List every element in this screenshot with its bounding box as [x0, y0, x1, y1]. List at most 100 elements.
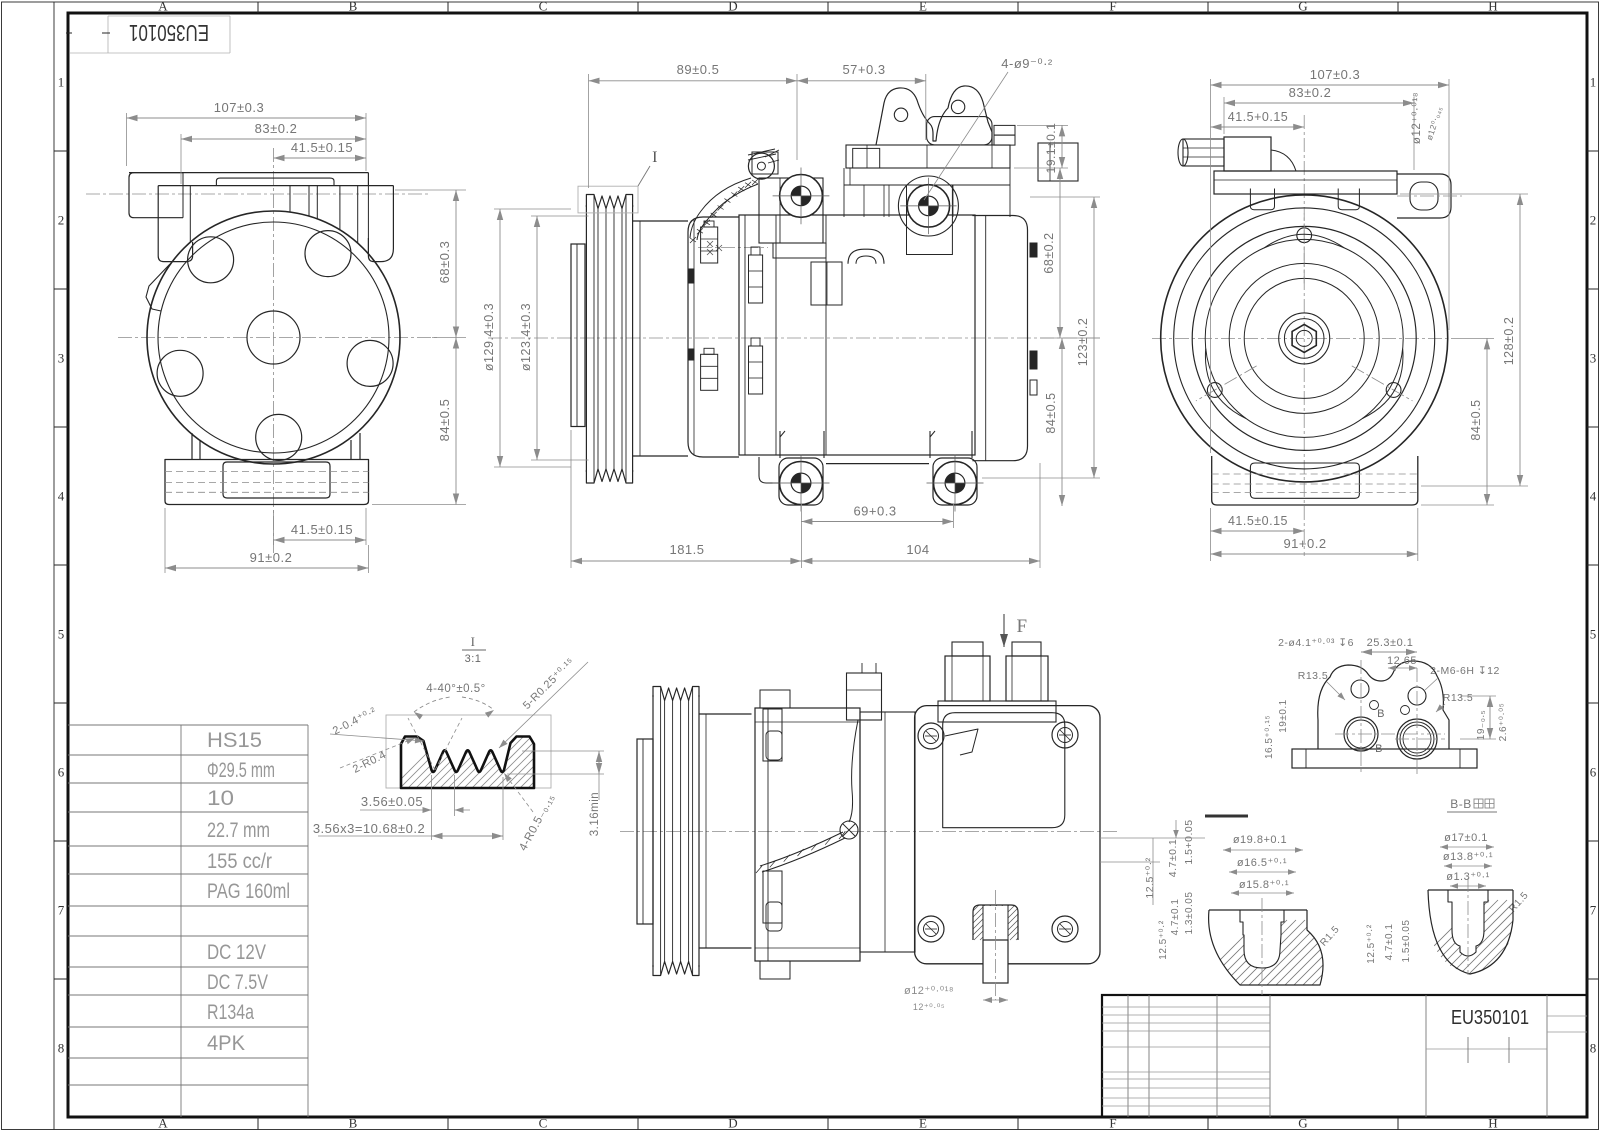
- svg-text:6: 6: [1590, 765, 1597, 780]
- svg-text:68±0.3: 68±0.3: [437, 241, 452, 284]
- svg-text:PAG 160ml: PAG 160ml: [207, 880, 290, 903]
- svg-text:A: A: [158, 0, 168, 14]
- svg-text:F: F: [1109, 1116, 1116, 1131]
- svg-text:7: 7: [58, 903, 65, 918]
- svg-text:12.5⁺⁰·²: 12.5⁺⁰·²: [1158, 920, 1169, 960]
- svg-text:ø12⁺⁰·⁰¹⁸: ø12⁺⁰·⁰¹⁸: [904, 985, 954, 997]
- svg-text:2-M6-6H ↧12: 2-M6-6H ↧12: [1430, 665, 1500, 677]
- svg-text:19.1±0.1: 19.1±0.1: [1044, 123, 1058, 174]
- svg-text:5: 5: [58, 627, 65, 642]
- svg-text:B: B: [1375, 743, 1383, 755]
- svg-text:2: 2: [1590, 213, 1597, 228]
- svg-text:3: 3: [1590, 351, 1597, 366]
- svg-text:84±0.5: 84±0.5: [437, 399, 452, 442]
- svg-text:ø15.8⁺⁰·¹: ø15.8⁺⁰·¹: [1239, 879, 1289, 891]
- svg-text:123±0.2: 123±0.2: [1076, 318, 1090, 367]
- svg-text:E: E: [919, 0, 927, 14]
- svg-text:3:1: 3:1: [465, 653, 482, 665]
- svg-text:ø19.8+0.1: ø19.8+0.1: [1233, 834, 1287, 846]
- svg-text:83±0.2: 83±0.2: [255, 121, 298, 136]
- svg-text:ø12⁺⁰·⁰¹⁸: ø12⁺⁰·⁰¹⁸: [1411, 92, 1423, 144]
- svg-text:68±0.2: 68±0.2: [1042, 232, 1056, 273]
- svg-text:EU350101: EU350101: [1451, 1007, 1529, 1029]
- svg-text:181.5: 181.5: [669, 542, 704, 557]
- svg-text:I: I: [471, 634, 476, 649]
- svg-text:HS15: HS15: [207, 729, 262, 752]
- svg-text:1: 1: [58, 75, 65, 90]
- svg-text:91±0.2: 91±0.2: [250, 550, 293, 565]
- svg-text:E: E: [919, 1116, 927, 1131]
- svg-text:4-40°±0.5°: 4-40°±0.5°: [426, 683, 486, 695]
- svg-text:R13.5: R13.5: [1443, 692, 1474, 704]
- svg-text:84±0.5: 84±0.5: [1044, 392, 1058, 433]
- svg-text:I: I: [652, 149, 658, 166]
- svg-text:5: 5: [1590, 627, 1597, 642]
- svg-text:G: G: [1298, 1116, 1307, 1131]
- svg-text:DC 7.5V: DC 7.5V: [207, 971, 268, 994]
- svg-text:107±0.3: 107±0.3: [214, 100, 264, 115]
- svg-text:ø16.5⁺⁰·¹: ø16.5⁺⁰·¹: [1237, 857, 1287, 869]
- svg-text:B: B: [1377, 708, 1385, 720]
- svg-text:ø13.8⁺⁰·¹: ø13.8⁺⁰·¹: [1443, 851, 1493, 863]
- svg-text:4-ø9⁻⁰·²: 4-ø9⁻⁰·²: [1001, 56, 1053, 71]
- svg-text:4.7±0.1: 4.7±0.1: [1167, 839, 1179, 877]
- svg-text:3.56±0.05: 3.56±0.05: [361, 794, 423, 809]
- svg-text:1.5+0.05: 1.5+0.05: [1183, 819, 1195, 864]
- svg-text:B-B: B-B: [1450, 797, 1472, 811]
- svg-text:C: C: [539, 0, 548, 14]
- svg-text:Φ29.5 mm: Φ29.5 mm: [207, 759, 275, 782]
- svg-text:41.5+0.15: 41.5+0.15: [1228, 110, 1288, 124]
- svg-text:1.5±0.05: 1.5±0.05: [1401, 920, 1412, 963]
- svg-text:8: 8: [1590, 1041, 1597, 1056]
- svg-text:16.5⁺⁰·¹⁵: 16.5⁺⁰·¹⁵: [1264, 715, 1275, 759]
- svg-text:2: 2: [58, 213, 65, 228]
- svg-text:6: 6: [58, 765, 65, 780]
- svg-text:F: F: [1016, 616, 1027, 637]
- svg-text:91+0.2: 91+0.2: [1283, 536, 1326, 551]
- svg-text:41.5±0.15: 41.5±0.15: [291, 522, 353, 537]
- svg-text:H: H: [1488, 0, 1497, 14]
- svg-text:3: 3: [58, 351, 65, 366]
- svg-text:H: H: [1488, 1116, 1497, 1131]
- svg-text:107±0.3: 107±0.3: [1310, 67, 1360, 82]
- svg-text:4PK: 4PK: [207, 1032, 245, 1055]
- svg-text:3.16min: 3.16min: [589, 792, 601, 836]
- svg-text:19±0.1: 19±0.1: [1278, 699, 1289, 733]
- svg-text:128±0.2: 128±0.2: [1502, 317, 1516, 366]
- svg-text:41.5±0.15: 41.5±0.15: [291, 140, 353, 155]
- svg-text:57+0.3: 57+0.3: [842, 62, 885, 77]
- svg-text:A: A: [158, 1116, 168, 1131]
- svg-text:7: 7: [1590, 903, 1597, 918]
- svg-text:2.6⁺⁰·⁰⁵: 2.6⁺⁰·⁰⁵: [1498, 703, 1509, 742]
- svg-text:104: 104: [906, 542, 929, 557]
- svg-text:R13.5: R13.5: [1298, 670, 1329, 682]
- svg-text:4: 4: [58, 489, 65, 504]
- svg-text:3.56x3=10.68±0.2: 3.56x3=10.68±0.2: [313, 821, 425, 836]
- svg-text:B: B: [349, 1116, 358, 1131]
- svg-text:19₋₀.₅: 19₋₀.₅: [1476, 710, 1487, 740]
- svg-text:1.3±0.05: 1.3±0.05: [1184, 892, 1195, 935]
- svg-text:F: F: [1109, 0, 1116, 14]
- svg-text:8: 8: [58, 1041, 65, 1056]
- svg-text:ø123.4±0.3: ø123.4±0.3: [519, 303, 533, 371]
- svg-text:25.3±0.1: 25.3±0.1: [1367, 637, 1414, 649]
- svg-text:83±0.2: 83±0.2: [1289, 85, 1332, 100]
- svg-text:B: B: [349, 0, 358, 14]
- svg-text:89±0.5: 89±0.5: [677, 62, 720, 77]
- svg-text:D: D: [728, 1116, 737, 1131]
- svg-text:12⁺⁰·⁰⁵: 12⁺⁰·⁰⁵: [913, 1002, 945, 1012]
- svg-text:G: G: [1298, 0, 1307, 14]
- svg-text:69+0.3: 69+0.3: [853, 504, 896, 519]
- svg-text:1: 1: [1590, 75, 1597, 90]
- svg-text:22.7 mm: 22.7 mm: [207, 819, 270, 842]
- svg-text:D: D: [728, 0, 737, 14]
- svg-text:12.5⁺⁰·²: 12.5⁺⁰·²: [1144, 857, 1156, 898]
- svg-text:10: 10: [207, 787, 234, 810]
- svg-text:ø129.4±0.3: ø129.4±0.3: [482, 303, 496, 371]
- svg-text:41.5±0.15: 41.5±0.15: [1228, 514, 1288, 528]
- svg-text:4: 4: [1590, 489, 1597, 504]
- svg-text:R134a: R134a: [207, 1001, 254, 1024]
- svg-text:155 cc/r: 155 cc/r: [207, 850, 272, 873]
- svg-text:12.5⁺⁰·²: 12.5⁺⁰·²: [1366, 924, 1377, 964]
- svg-text:ø17±0.1: ø17±0.1: [1444, 832, 1488, 844]
